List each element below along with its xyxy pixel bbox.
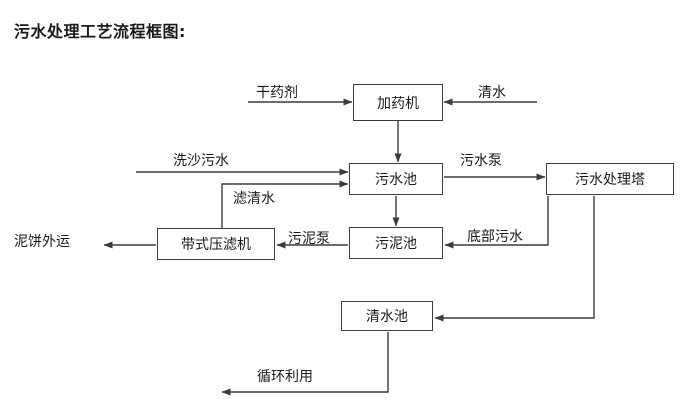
node-treatment-tower-label: 污水处理塔 — [575, 172, 645, 188]
node-dosing-machine-label: 加药机 — [377, 95, 419, 112]
label-mud-cake-transport: 泥饼外运 — [14, 234, 70, 250]
edge-filtered-water-to-wastewater-pool — [221, 180, 349, 228]
node-sludge-pool[interactable]: 污泥池 — [349, 227, 443, 259]
node-clear-water-pool-label: 清水池 — [366, 309, 408, 325]
label-clean-water: 清水 — [478, 85, 506, 101]
node-wastewater-pool-label: 污水池 — [375, 172, 417, 188]
label-dry-chemical: 干药剂 — [256, 85, 298, 101]
label-sludge-pump: 污泥泵 — [288, 231, 330, 247]
node-belt-filter-press-label: 带式压滤机 — [181, 237, 251, 253]
node-belt-filter-press[interactable]: 带式压滤机 — [157, 228, 275, 260]
node-clear-water-pool[interactable]: 清水池 — [341, 301, 433, 331]
node-wastewater-pool[interactable]: 污水池 — [349, 163, 443, 195]
edge-tower-to-clear-water-pool — [434, 196, 595, 322]
edge-tower-to-sludge-pool — [444, 196, 549, 249]
node-sludge-pool-label: 污泥池 — [375, 236, 417, 252]
node-treatment-tower[interactable]: 污水处理塔 — [546, 163, 674, 195]
page-title: 污水处理工艺流程框图: — [14, 22, 186, 41]
label-filtered-water: 滤清水 — [233, 191, 275, 207]
edge-clear-water-pool-to-reuse — [221, 332, 389, 396]
label-sand-wash-water: 洗沙污水 — [173, 153, 229, 169]
label-wastewater-pump: 污水泵 — [460, 153, 502, 169]
label-recycling-reuse: 循环利用 — [257, 369, 313, 385]
node-dosing-machine[interactable]: 加药机 — [353, 84, 443, 121]
label-bottom-wastewater: 底部污水 — [467, 229, 523, 245]
